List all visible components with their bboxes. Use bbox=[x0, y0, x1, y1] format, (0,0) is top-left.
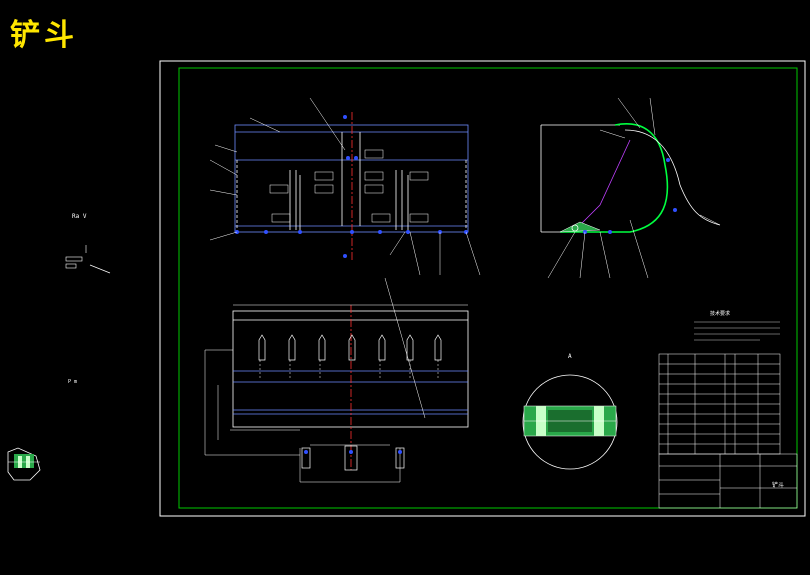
tech-requirements: 技术要求 bbox=[694, 310, 780, 341]
drawing-title: 铲斗 bbox=[10, 18, 78, 53]
tech-req-title: 技术要求 bbox=[710, 310, 730, 317]
front-view bbox=[209, 97, 481, 276]
parts-list bbox=[658, 353, 798, 509]
title-block-name: 铲斗 bbox=[772, 481, 784, 489]
top-view bbox=[204, 277, 469, 483]
sheet-inner-frame bbox=[178, 67, 798, 509]
detail-thumbnail bbox=[7, 447, 41, 481]
side-note: P m bbox=[68, 379, 77, 385]
side-view bbox=[540, 97, 721, 279]
left-annotations: Ra V P m bbox=[65, 213, 111, 385]
roughness-label: Ra V bbox=[72, 213, 87, 220]
section-label: A bbox=[568, 353, 572, 360]
sheet-outer-frame bbox=[159, 60, 806, 517]
section-detail: A bbox=[522, 353, 618, 470]
